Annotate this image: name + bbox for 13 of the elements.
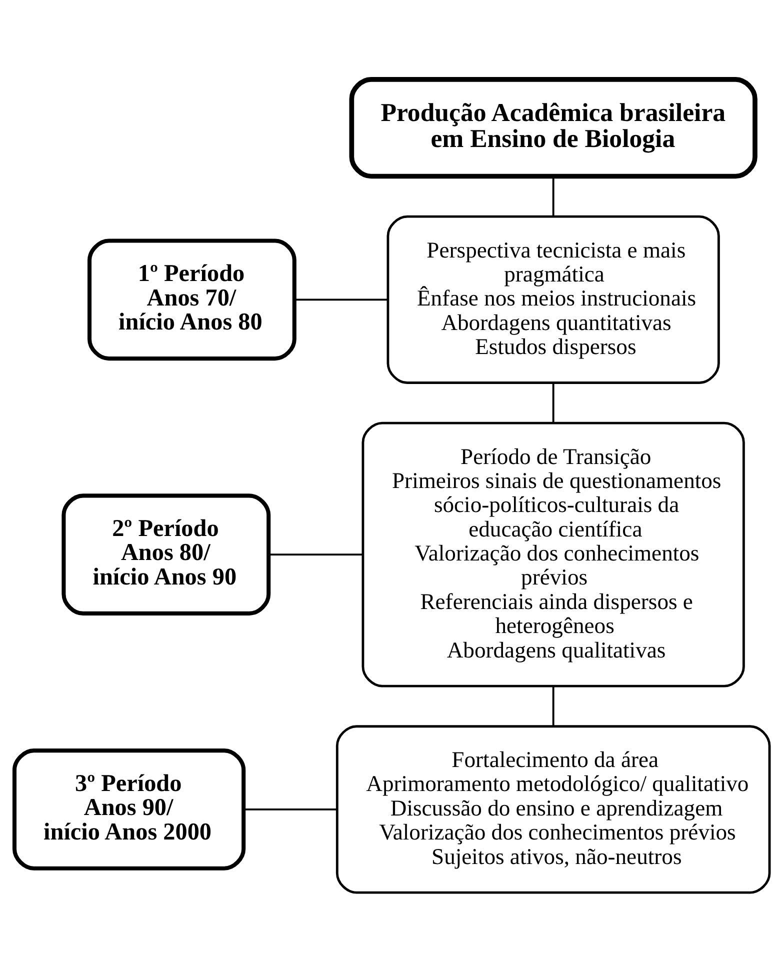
connector (295, 298, 388, 301)
connector (552, 176, 554, 216)
node-box: 3º Período Anos 90/ início Anos 2000 (12, 748, 246, 870)
node-box: Fortalecimento da área Aprimoramento metodológico/ qualitativo Discussão do ensino e aprendizagem Valorização dos conhecimentos prévios Sujeitos ativos, não-neutros (336, 725, 771, 894)
node-box: Produção Acadêmica brasileira em Ensino de Biologia (349, 77, 758, 179)
connector (552, 686, 554, 726)
node-box: 2º Período Anos 80/ início Anos 90 (62, 494, 271, 616)
connector (244, 808, 337, 810)
node-box: Perspectiva tecnicista e mais pragmática Ênfase nos meios instrucionais Abordagens quantitativas Estudos dispersos (386, 215, 720, 384)
connector (552, 383, 554, 423)
connector (268, 554, 363, 556)
node-box: 1º Período Anos 70/ início Anos 80 (88, 238, 296, 361)
node-box: Período de Transição Primeiros sinais de questionamentos sócio-políticos-culturais da educação científica Valorização dos conhecimentos prévios Referenciais ainda dispersos e heterogêneos Abordagens qualitativas (362, 422, 745, 688)
